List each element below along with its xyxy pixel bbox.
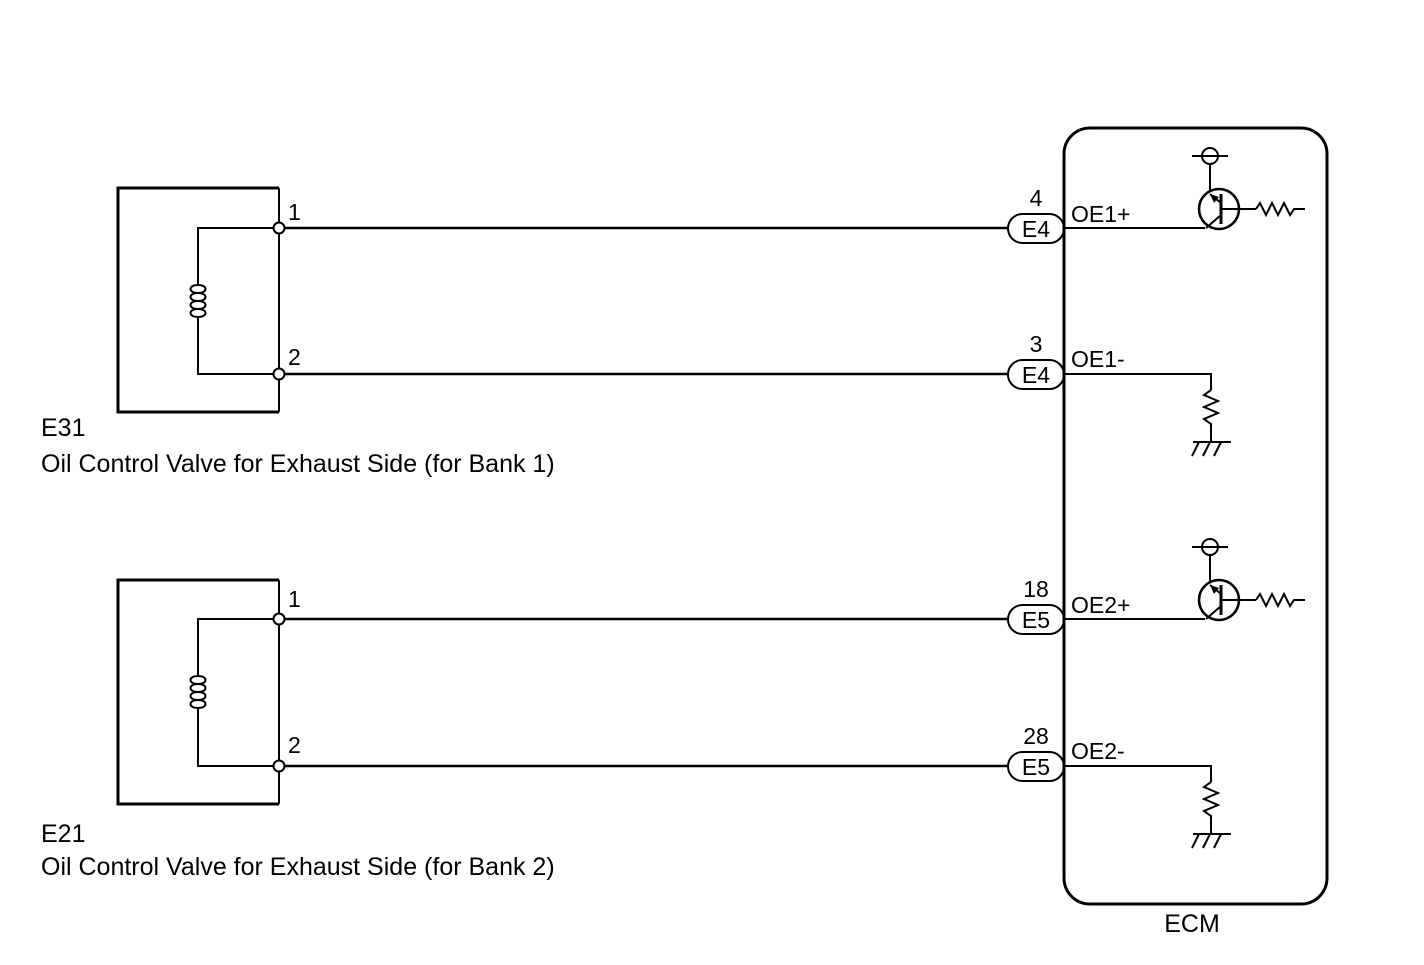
valve-bank1-name: Oil Control Valve for Exhaust Side (for … [41, 450, 555, 478]
power-supply-icon [1192, 538, 1228, 556]
valve-bank1: 1 2 E31 Oil Control Valve for Exhaust Si… [41, 186, 555, 478]
valve-bank1-pin2-terminal [272, 367, 286, 381]
signal-oe2-minus: OE2- [1071, 738, 1125, 764]
valve-bank2-pin2-terminal [272, 759, 286, 773]
ecm-driver-oe2 [1064, 538, 1305, 622]
resistor-icon [1201, 781, 1221, 834]
resistor-icon [1255, 200, 1305, 218]
connector-e4-pin3-number: 3 [1030, 331, 1043, 357]
connector-e5-pin18: E5 18 [1007, 576, 1065, 635]
connector-e5-pin28: E5 28 [1007, 723, 1065, 782]
valve-bank2-name: Oil Control Valve for Exhaust Side (for … [41, 853, 555, 881]
ecm-box [1062, 126, 1329, 906]
connector-e5-pin28-code: E5 [1022, 754, 1050, 780]
valve-bank2-pin1-terminal [272, 612, 286, 626]
solenoid-coil-icon [189, 675, 207, 710]
valve-bank2-code: E21 [41, 820, 85, 848]
connector-e4-pin4-code: E4 [1022, 216, 1050, 242]
ecm-load-oe2 [1064, 765, 1231, 849]
transistor-icon [1197, 578, 1256, 622]
valve-bank2-body [116, 578, 279, 806]
valve-bank1-pin2-label: 2 [288, 344, 301, 370]
valve-bank2-pin2-label: 2 [288, 732, 301, 758]
connector-e5-pin18-code: E5 [1022, 607, 1050, 633]
ecm-load-oe1 [1064, 373, 1231, 457]
power-supply-icon [1192, 147, 1228, 165]
signal-oe1-plus: OE1+ [1071, 201, 1130, 227]
connector-e5-pin18-number: 18 [1023, 576, 1049, 602]
resistor-icon [1255, 591, 1305, 609]
ecm-label: ECM [1164, 910, 1220, 938]
valve-bank2: 1 2 E21 Oil Control Valve for Exhaust Si… [41, 578, 555, 881]
ground-icon [1191, 441, 1231, 457]
ecm-driver-oe1 [1064, 147, 1305, 231]
connector-e4-pin4: E4 4 [1007, 185, 1065, 244]
ground-icon [1191, 833, 1231, 849]
signal-oe2-plus: OE2+ [1071, 592, 1130, 618]
connector-e4-pin3: E4 3 [1007, 331, 1065, 390]
valve-bank1-pin1-terminal [272, 221, 286, 235]
solenoid-coil-icon [189, 284, 207, 319]
valve-bank1-pin1-label: 1 [288, 199, 301, 225]
valve-bank1-body [116, 186, 279, 414]
valve-bank1-code: E31 [41, 414, 85, 442]
valve-bank2-pin1-label: 1 [288, 586, 301, 612]
transistor-icon [1197, 187, 1256, 231]
connector-e5-pin28-number: 28 [1023, 723, 1049, 749]
connector-e4-pin4-number: 4 [1030, 185, 1043, 211]
resistor-icon [1201, 389, 1221, 442]
connector-e4-pin3-code: E4 [1022, 362, 1050, 388]
signal-oe1-minus: OE1- [1071, 346, 1125, 372]
